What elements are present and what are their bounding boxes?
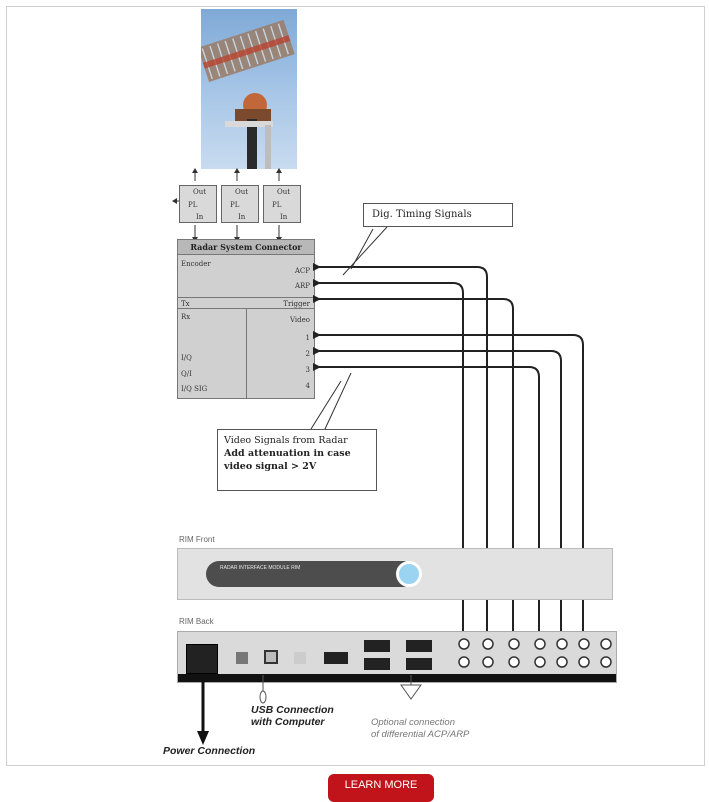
label-qi: Q/I bbox=[181, 370, 192, 378]
pl-box-3: Out PL In bbox=[263, 185, 301, 223]
label-tx: Tx bbox=[181, 300, 190, 308]
rim-front-label: RIM Front bbox=[179, 535, 215, 544]
label-iq: I/Q bbox=[181, 354, 192, 362]
signal-cables bbox=[310, 226, 584, 635]
pl-box-3-in: In bbox=[280, 213, 288, 221]
rim-back-label: RIM Back bbox=[179, 617, 214, 626]
usb-label-line-1: USB Connection bbox=[251, 704, 334, 716]
hdmi-port-icon bbox=[324, 652, 348, 664]
label-4: 4 bbox=[305, 382, 310, 390]
label-video-top: Video bbox=[289, 316, 310, 324]
video-callout-line-3: video signal > 2V bbox=[224, 461, 317, 472]
label-arp: ARP bbox=[294, 282, 310, 290]
pl-box-3-label: PL bbox=[272, 201, 282, 209]
label-3: 3 bbox=[305, 366, 310, 374]
connector-panel-title: Radar System Connector bbox=[178, 240, 314, 255]
ground-port-icon bbox=[236, 652, 248, 664]
bottom-arrows bbox=[197, 675, 422, 745]
pl-box-2: Out PL In bbox=[221, 185, 259, 223]
pl-box-2-out: Out bbox=[235, 188, 249, 196]
port-label-strip bbox=[178, 674, 616, 682]
usb-connection-label: USB Connection with Computer bbox=[251, 704, 334, 728]
power-connection-label: Power Connection bbox=[163, 745, 256, 757]
rim-back-panel bbox=[177, 631, 617, 683]
usb-label-line-2: with Computer bbox=[251, 716, 325, 728]
label-rx: Rx bbox=[181, 313, 191, 321]
small-port-icon bbox=[294, 652, 306, 664]
label-trigger: Trigger bbox=[283, 300, 310, 308]
db-port-1-icon bbox=[364, 640, 390, 652]
video-callout-line-1: Video Signals from Radar bbox=[224, 435, 348, 446]
pl-box-1-label: PL bbox=[188, 201, 198, 209]
pl-box-1: Out PL In bbox=[179, 185, 217, 223]
optional-connection-label: Optional connection of differential ACP/… bbox=[371, 717, 469, 741]
dig-timing-callout: Dig. Timing Signals bbox=[363, 203, 513, 227]
pl-box-3-out: Out bbox=[277, 188, 291, 196]
pl-box-2-label: PL bbox=[230, 201, 240, 209]
video-signal-callout: Video Signals from Radar Add attenuation… bbox=[217, 429, 377, 491]
pl-box-1-in: In bbox=[196, 213, 204, 221]
optional-label-line-1: Optional connection bbox=[371, 717, 455, 728]
pl-box-1-out: Out bbox=[193, 188, 207, 196]
bnc-connectors bbox=[458, 638, 612, 668]
radar-connector-panel: Radar System Connector Encoder Tx Rx I/Q… bbox=[177, 239, 315, 399]
optional-label-line-2: of differential ACP/ARP bbox=[371, 729, 470, 740]
diagram-frame: Out PL In Out PL In Out PL In Radar Syst… bbox=[6, 6, 705, 766]
label-acp: ACP bbox=[294, 267, 310, 275]
label-encoder: Encoder bbox=[181, 260, 211, 268]
db-port-4-icon bbox=[406, 658, 432, 670]
power-socket-icon bbox=[186, 644, 218, 674]
front-display bbox=[206, 561, 416, 587]
video-callout-line-2: Add attenuation in case bbox=[224, 448, 351, 459]
pl-box-2-in: In bbox=[238, 213, 246, 221]
front-display-text: RADAR INTERFACE MODULE RIM bbox=[220, 565, 301, 571]
learn-more-button[interactable]: LEARN MORE bbox=[328, 774, 434, 802]
label-iq-sig: I/Q SIG bbox=[181, 385, 208, 393]
radar-antenna-photo bbox=[201, 9, 297, 169]
label-1: 1 bbox=[305, 334, 310, 342]
db-port-2-icon bbox=[364, 658, 390, 670]
power-knob-icon bbox=[396, 561, 422, 587]
db-port-3-icon bbox=[406, 640, 432, 652]
usb-port-icon bbox=[264, 650, 278, 664]
rim-front-panel: RADAR INTERFACE MODULE RIM bbox=[177, 548, 613, 600]
label-2: 2 bbox=[305, 350, 310, 358]
